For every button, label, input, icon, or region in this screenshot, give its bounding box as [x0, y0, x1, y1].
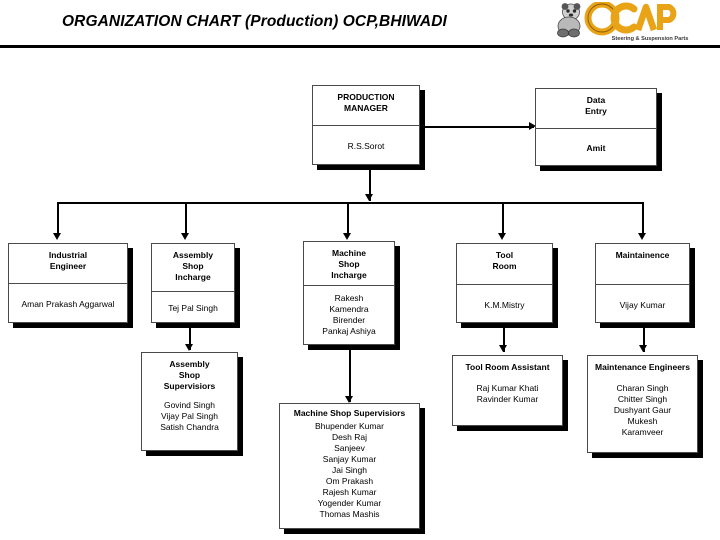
- node-data-entry-title: Data Entry: [585, 95, 607, 116]
- connector-drop-tool-room-arrow: [498, 233, 506, 240]
- connector-maintainence-to-engineers: [643, 325, 645, 352]
- node-maintainence-body: Vijay Kumar: [596, 284, 689, 322]
- logo-tagline: Steering & Suspension Parts: [612, 36, 689, 42]
- node-data-entry-body: Amit: [536, 128, 656, 165]
- node-assembly-shop-supervisiors-title: Assembly Shop Supervisiors: [163, 359, 216, 391]
- node-assembly-shop-supervisiors-body: Govind Singh Vijay Pal Singh Satish Chan…: [160, 400, 219, 432]
- ocap-logo: Steering & Suspension Parts: [557, 2, 689, 42]
- node-production-manager[interactable]: PRODUCTION MANAGER R.S.Sorot: [312, 85, 420, 165]
- connector-drop-machine-shop: [347, 202, 349, 235]
- connector-toolroom-to-assistant-arrow: [499, 345, 507, 352]
- connector-machine-to-supervisors-arrow: [345, 396, 353, 403]
- connector-toolroom-to-assistant: [503, 325, 505, 352]
- connector-maintainence-to-engineers-arrow: [639, 345, 647, 352]
- connector-drop-maintainence: [642, 202, 644, 235]
- node-assembly-shop-incharge-body: Tej Pal Singh: [152, 291, 234, 322]
- connector-drop-tool-room: [502, 202, 504, 235]
- node-tool-room-assistant-body: Raj Kumar Khati Ravinder Kumar: [476, 383, 539, 404]
- node-maintainence[interactable]: Maintainence Vijay Kumar: [595, 243, 690, 323]
- node-production-manager-body: R.S.Sorot: [313, 125, 419, 164]
- connector-drop-assembly-shop-arrow: [181, 233, 189, 240]
- node-tool-room-assistant[interactable]: Tool Room Assistant Raj Kumar Khati Ravi…: [452, 355, 563, 426]
- connector-assembly-to-supervisors-arrow: [185, 344, 193, 351]
- node-assembly-shop-supervisiors[interactable]: Assembly Shop Supervisiors Govind Singh …: [141, 352, 238, 451]
- connector-pm-stem-arrow: [364, 194, 373, 201]
- node-machine-shop-supervisiors-body: Bhupender Kumar Desh Raj Sanjeev Sanjay …: [315, 421, 384, 519]
- node-machine-shop-incharge-title: Machine Shop Incharge: [331, 248, 367, 280]
- node-data-entry[interactable]: Data Entry Amit: [535, 88, 657, 166]
- node-maintenance-engineers-body: Charan Singh Chitter Singh Dushyant Gaur…: [613, 383, 672, 437]
- node-maintainence-title: Maintainence: [615, 250, 670, 260]
- connector-drop-industrial-engineer: [57, 202, 59, 235]
- node-industrial-engineer[interactable]: Industrial Engineer Aman Prakash Aggarwa…: [8, 243, 128, 323]
- node-maintenance-engineers[interactable]: Maintenance Engineers Charan Singh Chitt…: [587, 355, 698, 453]
- node-tool-room-assistant-title: Tool Room Assistant: [465, 362, 550, 372]
- node-tool-room-body: K.M.Mistry: [457, 284, 552, 322]
- node-machine-shop-incharge[interactable]: Machine Shop Incharge Rakesh Kamendra Bi…: [303, 241, 395, 345]
- node-assembly-shop-incharge[interactable]: Assembly Shop Incharge Tej Pal Singh: [151, 243, 235, 323]
- connector-pm-to-data-entry-arrow: [529, 122, 536, 130]
- connector-pm-to-data-entry: [420, 126, 534, 128]
- connector-pm-stem: [369, 163, 371, 201]
- node-tool-room-title: Tool Room: [492, 250, 517, 271]
- node-tool-room[interactable]: Tool Room K.M.Mistry: [456, 243, 553, 323]
- connector-drop-machine-shop-arrow: [343, 233, 351, 240]
- node-industrial-engineer-title: Industrial Engineer: [48, 250, 88, 271]
- node-maintenance-engineers-title: Maintenance Engineers: [595, 362, 690, 372]
- connector-drop-assembly-shop: [185, 202, 187, 235]
- header-divider: [0, 45, 720, 48]
- node-industrial-engineer-body: Aman Prakash Aggarwal: [9, 283, 127, 322]
- node-assembly-shop-incharge-title: Assembly Shop Incharge: [172, 250, 214, 282]
- page-title: ORGANIZATION CHART (Production) OCP,BHIW…: [62, 13, 447, 30]
- connector-bus: [58, 202, 644, 205]
- connector-drop-industrial-engineer-arrow: [53, 233, 61, 240]
- connector-drop-maintainence-arrow: [638, 233, 646, 240]
- node-production-manager-title: PRODUCTION MANAGER: [337, 92, 395, 113]
- node-machine-shop-incharge-body: Rakesh Kamendra Birender Pankaj Ashiya: [304, 285, 394, 344]
- connector-machine-to-supervisors: [349, 347, 351, 402]
- node-machine-shop-supervisiors[interactable]: Machine Shop Supervisiors Bhupender Kuma…: [279, 403, 420, 529]
- node-machine-shop-supervisiors-title: Machine Shop Supervisiors: [293, 408, 406, 418]
- connector-assembly-to-supervisors: [189, 325, 191, 350]
